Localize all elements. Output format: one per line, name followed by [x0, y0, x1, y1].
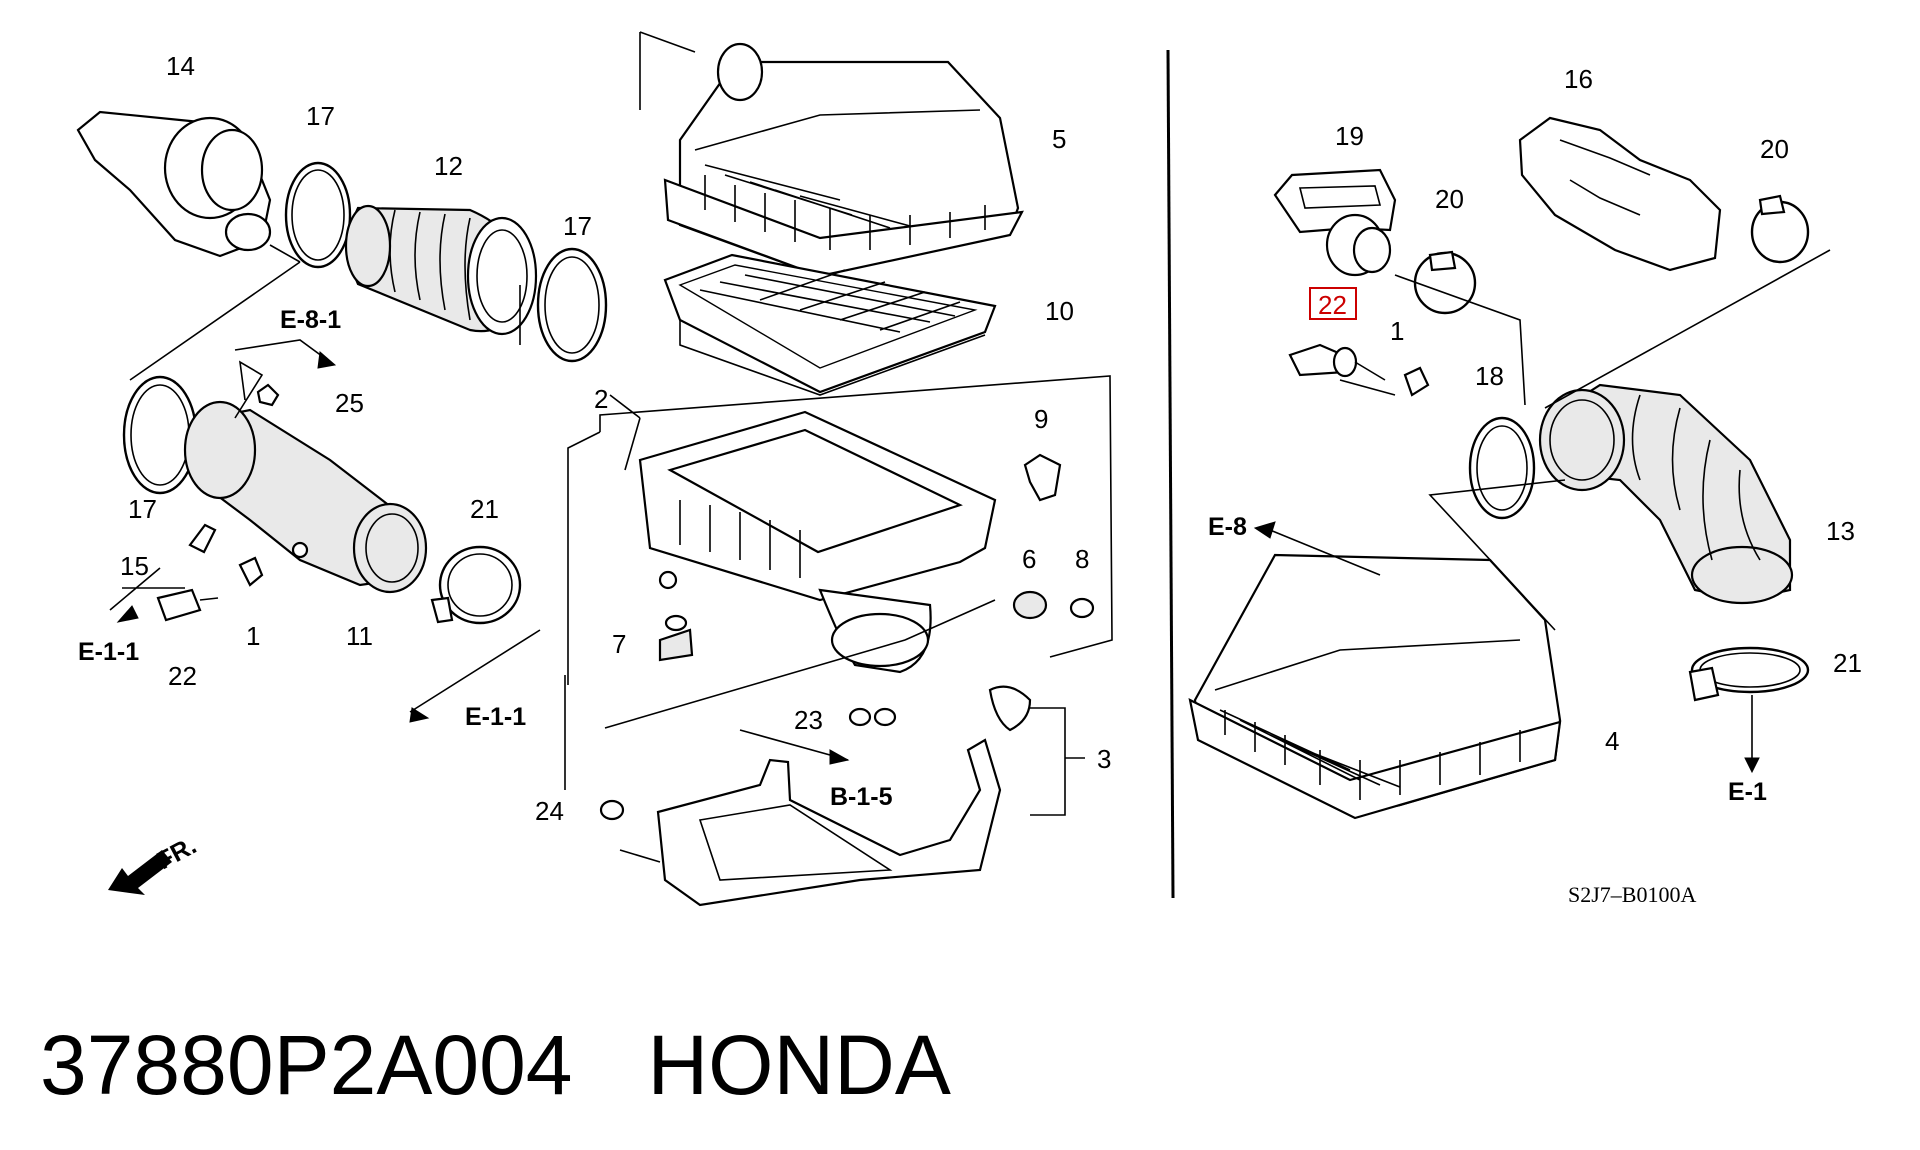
part-15-fitting [188, 523, 217, 554]
part-2-air-cleaner-case [638, 410, 997, 674]
diagram-code: S2J7–B0100A [1568, 882, 1696, 907]
footer: 37880P2A004 HONDA [40, 1015, 951, 1115]
label-1: 1 [1390, 316, 1404, 346]
label-20: 20 [1760, 134, 1789, 164]
ref-e-8-1: E-8-1 [280, 306, 341, 334]
part-23-bolt [848, 707, 897, 727]
ref-e-8: E-8 [1208, 513, 1247, 541]
part-12-bellows-hose [344, 204, 538, 336]
part-19-resonator [1273, 168, 1397, 277]
label-21: 21 [1833, 648, 1862, 678]
label-2: 2 [594, 384, 608, 414]
part-2-bracket [567, 375, 1113, 685]
label-18: 18 [1475, 361, 1504, 391]
part-13-elbow-duct [1538, 383, 1794, 605]
part-number: 37880P2A004 [40, 1018, 573, 1112]
part-3-bracket-lines [1030, 707, 1085, 816]
label-22: 22 [168, 661, 197, 691]
highlight-box-22 [1309, 287, 1357, 320]
part-16-cover [1518, 116, 1722, 272]
leader-lines-left [109, 31, 996, 863]
label-6: 6 [1022, 544, 1036, 574]
part-22-sensor-left [156, 588, 219, 622]
label-10: 10 [1045, 296, 1074, 326]
part-7-mount-rubber [658, 614, 694, 662]
label-5: 5 [1052, 124, 1066, 154]
ref-e-1-1-right: E-1-1 [465, 703, 526, 731]
reference-arrows [116, 339, 1760, 774]
label-4: 4 [1605, 726, 1619, 756]
part-1-clip-right [1403, 366, 1430, 397]
leader-lines-right [1269, 249, 1831, 760]
part-8-bolt [1069, 597, 1095, 619]
label-7: 7 [612, 629, 626, 659]
part-10-air-filter [663, 253, 997, 396]
part-5-air-cleaner-cover [663, 42, 1024, 278]
part-25-clip [256, 383, 280, 407]
label-17: 17 [128, 494, 157, 524]
label-11: 11 [346, 621, 373, 651]
label-3: 3 [1097, 744, 1111, 774]
label-25: 25 [335, 388, 364, 418]
label-15: 15 [120, 551, 149, 581]
part-6-grommet [1012, 590, 1048, 620]
ref-e-1: E-1 [1728, 778, 1767, 806]
part-21-clamp-right [1688, 646, 1810, 702]
part-20-clamp-upper [1413, 250, 1477, 315]
part-24-bolt [599, 799, 625, 821]
part-11-throttle-duct [183, 400, 428, 594]
label-17: 17 [563, 211, 592, 241]
part-17-ring-upper [284, 161, 352, 269]
part-3-bracket [656, 685, 1032, 907]
label-12: 12 [434, 151, 463, 181]
label-23: 23 [794, 705, 823, 735]
label-9: 9 [1034, 404, 1048, 434]
label-14: 14 [166, 51, 195, 81]
part-21-clamp-left [430, 545, 522, 625]
label-22-highlighted: 22 [1318, 290, 1347, 320]
label-13: 13 [1826, 516, 1855, 546]
label-17: 17 [306, 101, 335, 131]
part-18-ring [1468, 416, 1536, 520]
ref-e-1-1-left: E-1-1 [78, 638, 139, 666]
section-divider [1166, 49, 1175, 899]
label-20: 20 [1435, 184, 1464, 214]
part-9-clip [1023, 453, 1062, 502]
label-8: 8 [1075, 544, 1089, 574]
brand-name: HONDA [647, 1018, 951, 1112]
part-22-sensor-right [1288, 343, 1386, 381]
part-14-intake-duct [76, 110, 272, 258]
part-17-ring-lower [122, 375, 198, 495]
front-direction-arrow-icon [108, 850, 172, 895]
label-16: 16 [1564, 64, 1593, 94]
label-19: 19 [1335, 121, 1364, 151]
label-24: 24 [535, 796, 564, 826]
label-1: 1 [246, 621, 260, 651]
part-17-ring-right [536, 247, 608, 363]
parts-diagram: 14 17 12 17 5 10 2 9 25 17 15 21 22 1 11… [76, 31, 1862, 907]
part-4-air-cleaner-cover [1188, 553, 1562, 820]
part-1-clip-left [238, 556, 264, 587]
label-21: 21 [470, 494, 499, 524]
ref-b-1-5: B-1-5 [830, 783, 893, 811]
part-20-clamp-right [1750, 194, 1810, 264]
